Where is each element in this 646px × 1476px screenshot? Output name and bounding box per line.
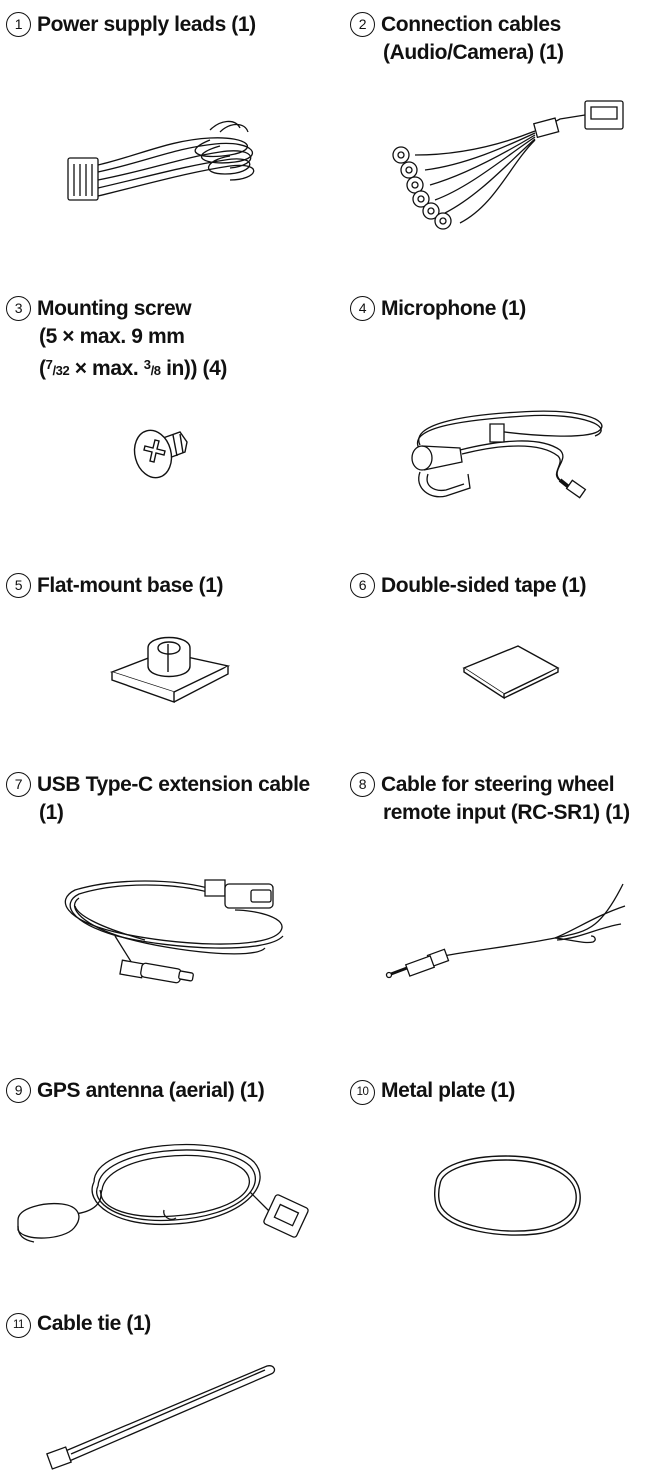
connection-cables-icon <box>385 95 635 230</box>
item-number-badge: 9 <box>6 1078 31 1103</box>
metal-plate-icon <box>428 1150 588 1240</box>
item-number-badge: 11 <box>6 1313 31 1338</box>
gps-antenna-icon <box>14 1132 314 1250</box>
mounting-screw-icon <box>125 418 195 488</box>
steering-remote-cable-icon <box>385 880 630 988</box>
cable-tie-icon <box>45 1362 280 1474</box>
item-number-badge: 3 <box>6 296 31 321</box>
double-sided-tape-icon <box>462 640 562 702</box>
item-number-badge: 6 <box>350 573 375 598</box>
item-number-badge: 8 <box>350 772 375 797</box>
microphone-icon <box>400 400 615 510</box>
item-number-badge: 1 <box>6 12 31 37</box>
flat-mount-base-icon <box>108 626 233 708</box>
item-number-badge: 5 <box>6 573 31 598</box>
item-number-badge: 4 <box>350 296 375 321</box>
item-number-badge: 10 <box>350 1080 375 1105</box>
power-supply-leads-icon <box>60 110 270 210</box>
usb-extension-cable-icon <box>55 870 295 988</box>
item-number-badge: 7 <box>6 772 31 797</box>
item-number-badge: 2 <box>350 12 375 37</box>
